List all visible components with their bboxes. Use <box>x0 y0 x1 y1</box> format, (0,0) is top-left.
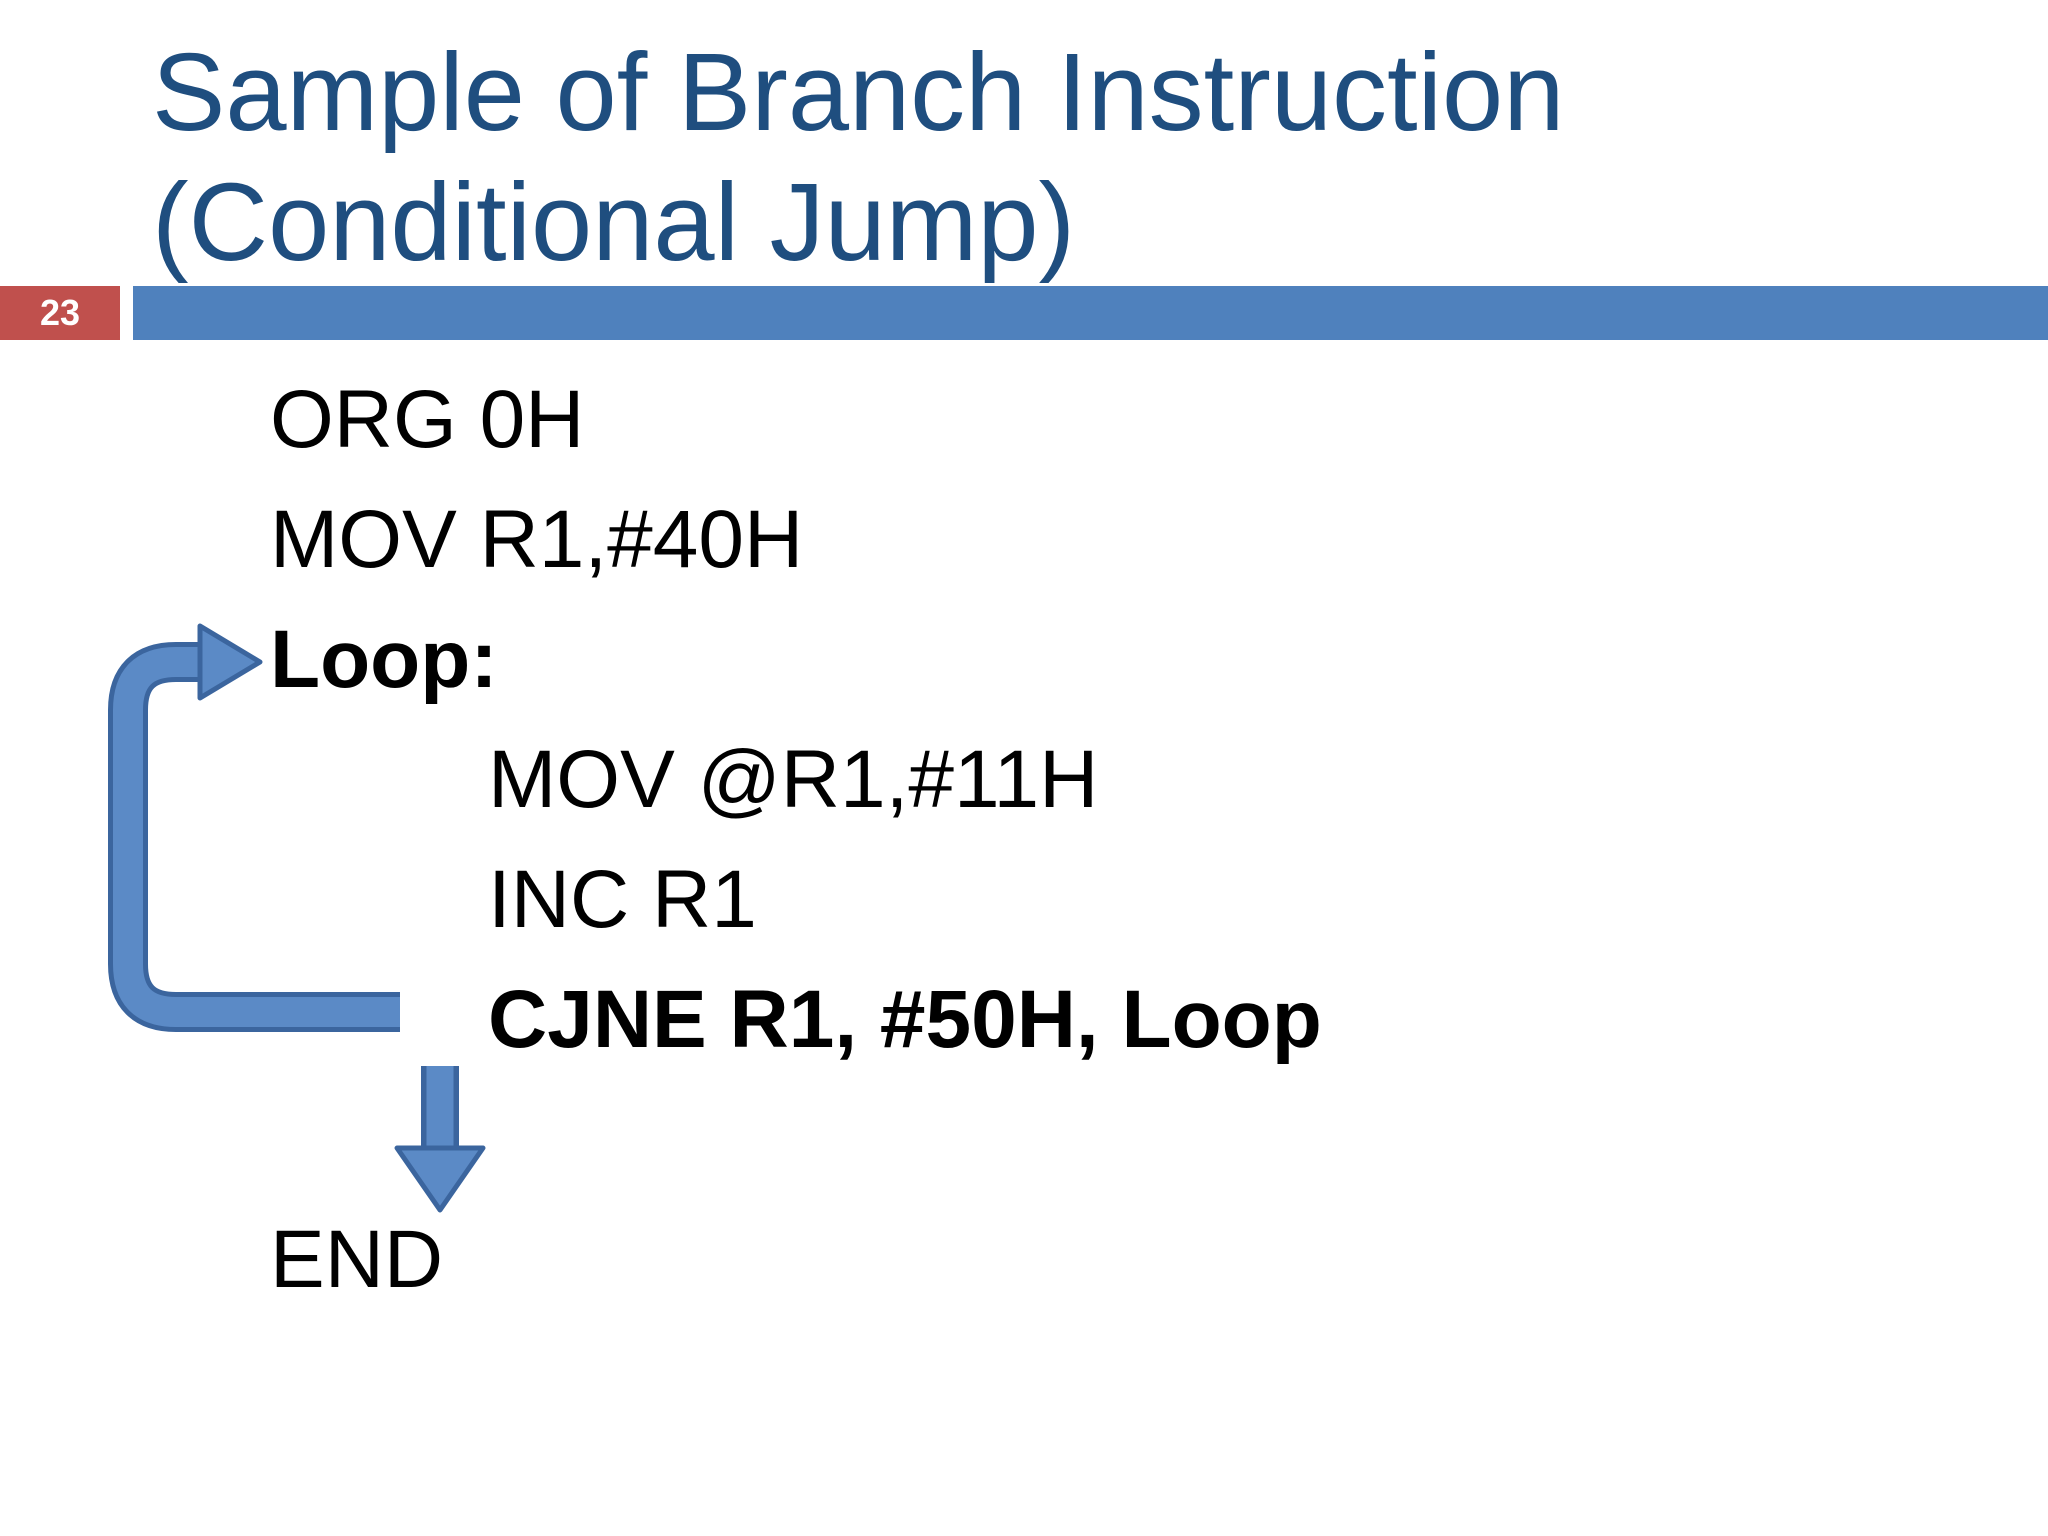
code-line: Loop: <box>270 614 498 705</box>
page-number-badge: 23 <box>0 286 120 340</box>
code-block: ORG 0H MOV R1,#40H Loop: MOV @R1,#11H INC R1… <box>270 360 1322 1320</box>
code-line: ORG 0H <box>270 374 585 465</box>
code-line: MOV @R1,#11H <box>488 734 1099 825</box>
code-line: END <box>270 1214 444 1305</box>
title-underline-band <box>133 286 2048 340</box>
slide-title: Sample of Branch Instruction (Conditiona… <box>152 28 1564 288</box>
code-line: CJNE R1, #50H, Loop <box>488 974 1322 1065</box>
code-line: MOV R1,#40H <box>270 494 804 585</box>
slide-title-line1: Sample of Branch Instruction <box>152 31 1565 154</box>
page-number: 23 <box>39 292 81 333</box>
code-line: INC R1 <box>488 854 757 945</box>
slide-title-line2: (Conditional Jump) <box>152 161 1076 284</box>
